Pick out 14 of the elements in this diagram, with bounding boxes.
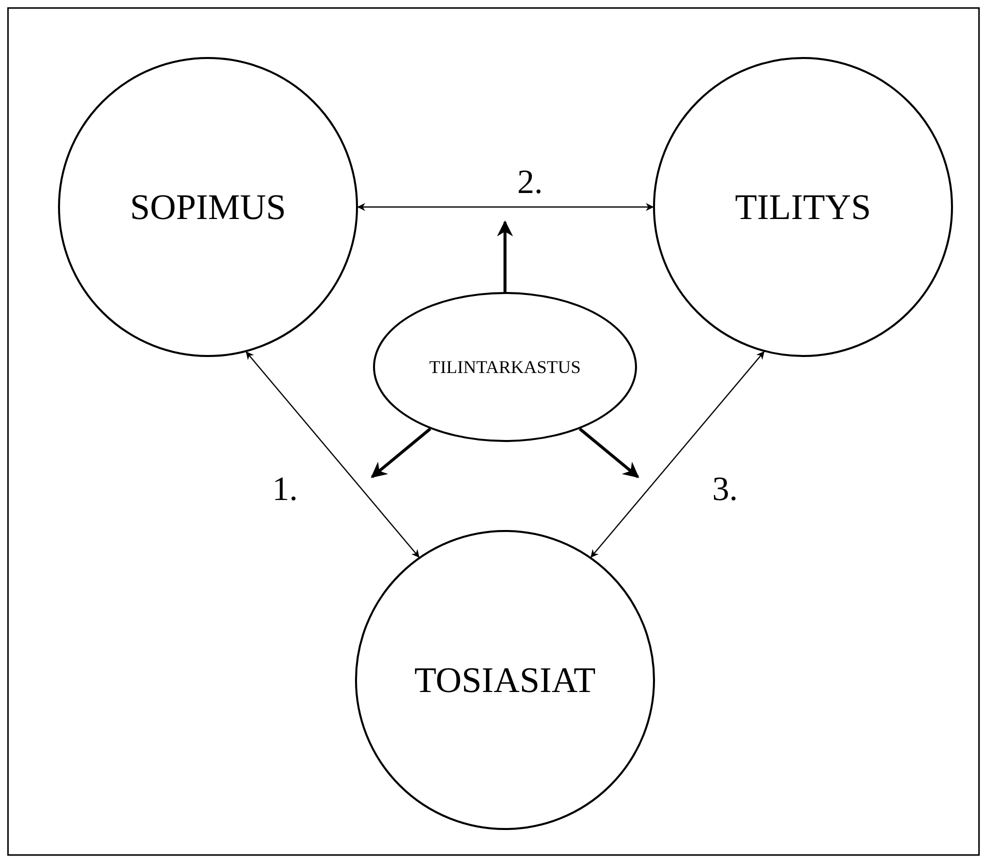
circle-node: [355, 530, 655, 830]
thick-arrow: [578, 428, 640, 478]
double-arrow: [590, 351, 764, 558]
circle-node: [653, 57, 953, 357]
circle-node: [58, 57, 358, 357]
node-label: TOSIASIAT: [414, 659, 596, 701]
node-label: TILITYS: [735, 186, 871, 228]
double-arrow: [246, 351, 420, 558]
thick-arrow: [370, 428, 432, 478]
node-label: TILINTARKASTUS: [429, 356, 581, 378]
ellipse-node: [373, 292, 637, 442]
node-label: SOPIMUS: [130, 186, 286, 228]
thick-arrow: [497, 220, 513, 292]
double-arrow: [357, 203, 654, 211]
